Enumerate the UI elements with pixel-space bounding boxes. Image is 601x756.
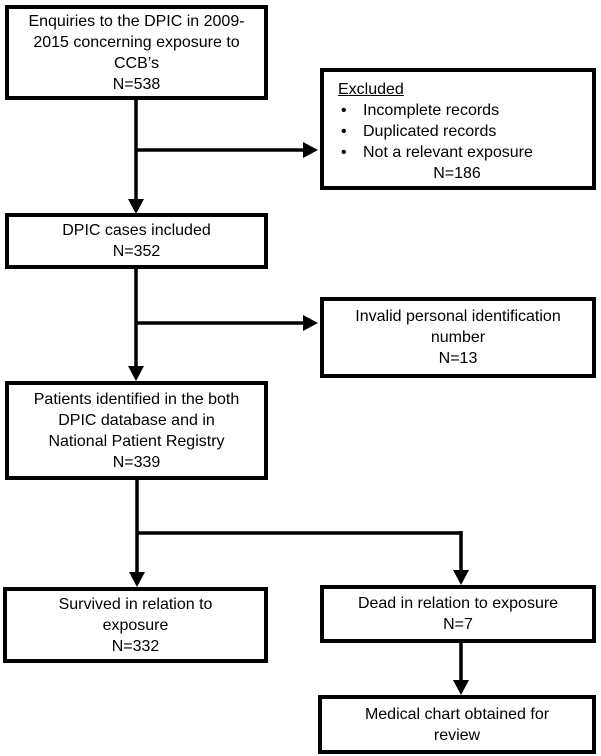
- bullet-icon: •: [341, 123, 347, 140]
- arrowhead-down-icon: [129, 572, 145, 587]
- box-invalid-pin: Invalid personal identification number N…: [320, 297, 596, 378]
- box-survived: Survived in relation to exposure N=332: [3, 587, 268, 663]
- arrowhead-right-icon: [303, 142, 318, 158]
- box-medical-chart: Medical chart obtained for review: [318, 695, 596, 754]
- bullet-icon: •: [341, 144, 347, 161]
- box-dead: Dead in relation to exposure N=7: [320, 585, 596, 643]
- excluded-item: • Duplicated records: [338, 121, 584, 142]
- excluded-title: Excluded: [338, 81, 404, 98]
- excluded-item-label: Incomplete records: [363, 102, 500, 119]
- excluded-item-label: Duplicated records: [363, 123, 497, 140]
- arrowhead-down-icon: [128, 366, 144, 381]
- bullet-icon: •: [341, 102, 347, 119]
- arrowhead-right-icon: [303, 315, 318, 331]
- box-excluded: Excluded • Incomplete records • Duplicat…: [320, 68, 596, 190]
- excluded-item-label: Not a relevant exposure: [363, 144, 533, 161]
- box-patients-identified: Patients identified in the both DPIC dat…: [5, 381, 268, 480]
- arrowhead-down-icon: [453, 680, 469, 695]
- excluded-item: • Not a relevant exposure: [338, 142, 584, 163]
- box-dpic-cases-included: DPIC cases included N=352: [5, 213, 268, 269]
- excluded-count: N=186: [433, 165, 481, 182]
- excluded-item: • Incomplete records: [338, 100, 584, 121]
- box-enquiries: Enquiries to the DPIC in 2009- 2015 conc…: [5, 5, 268, 100]
- arrowhead-down-icon: [128, 199, 144, 214]
- arrowhead-down-icon: [453, 570, 469, 585]
